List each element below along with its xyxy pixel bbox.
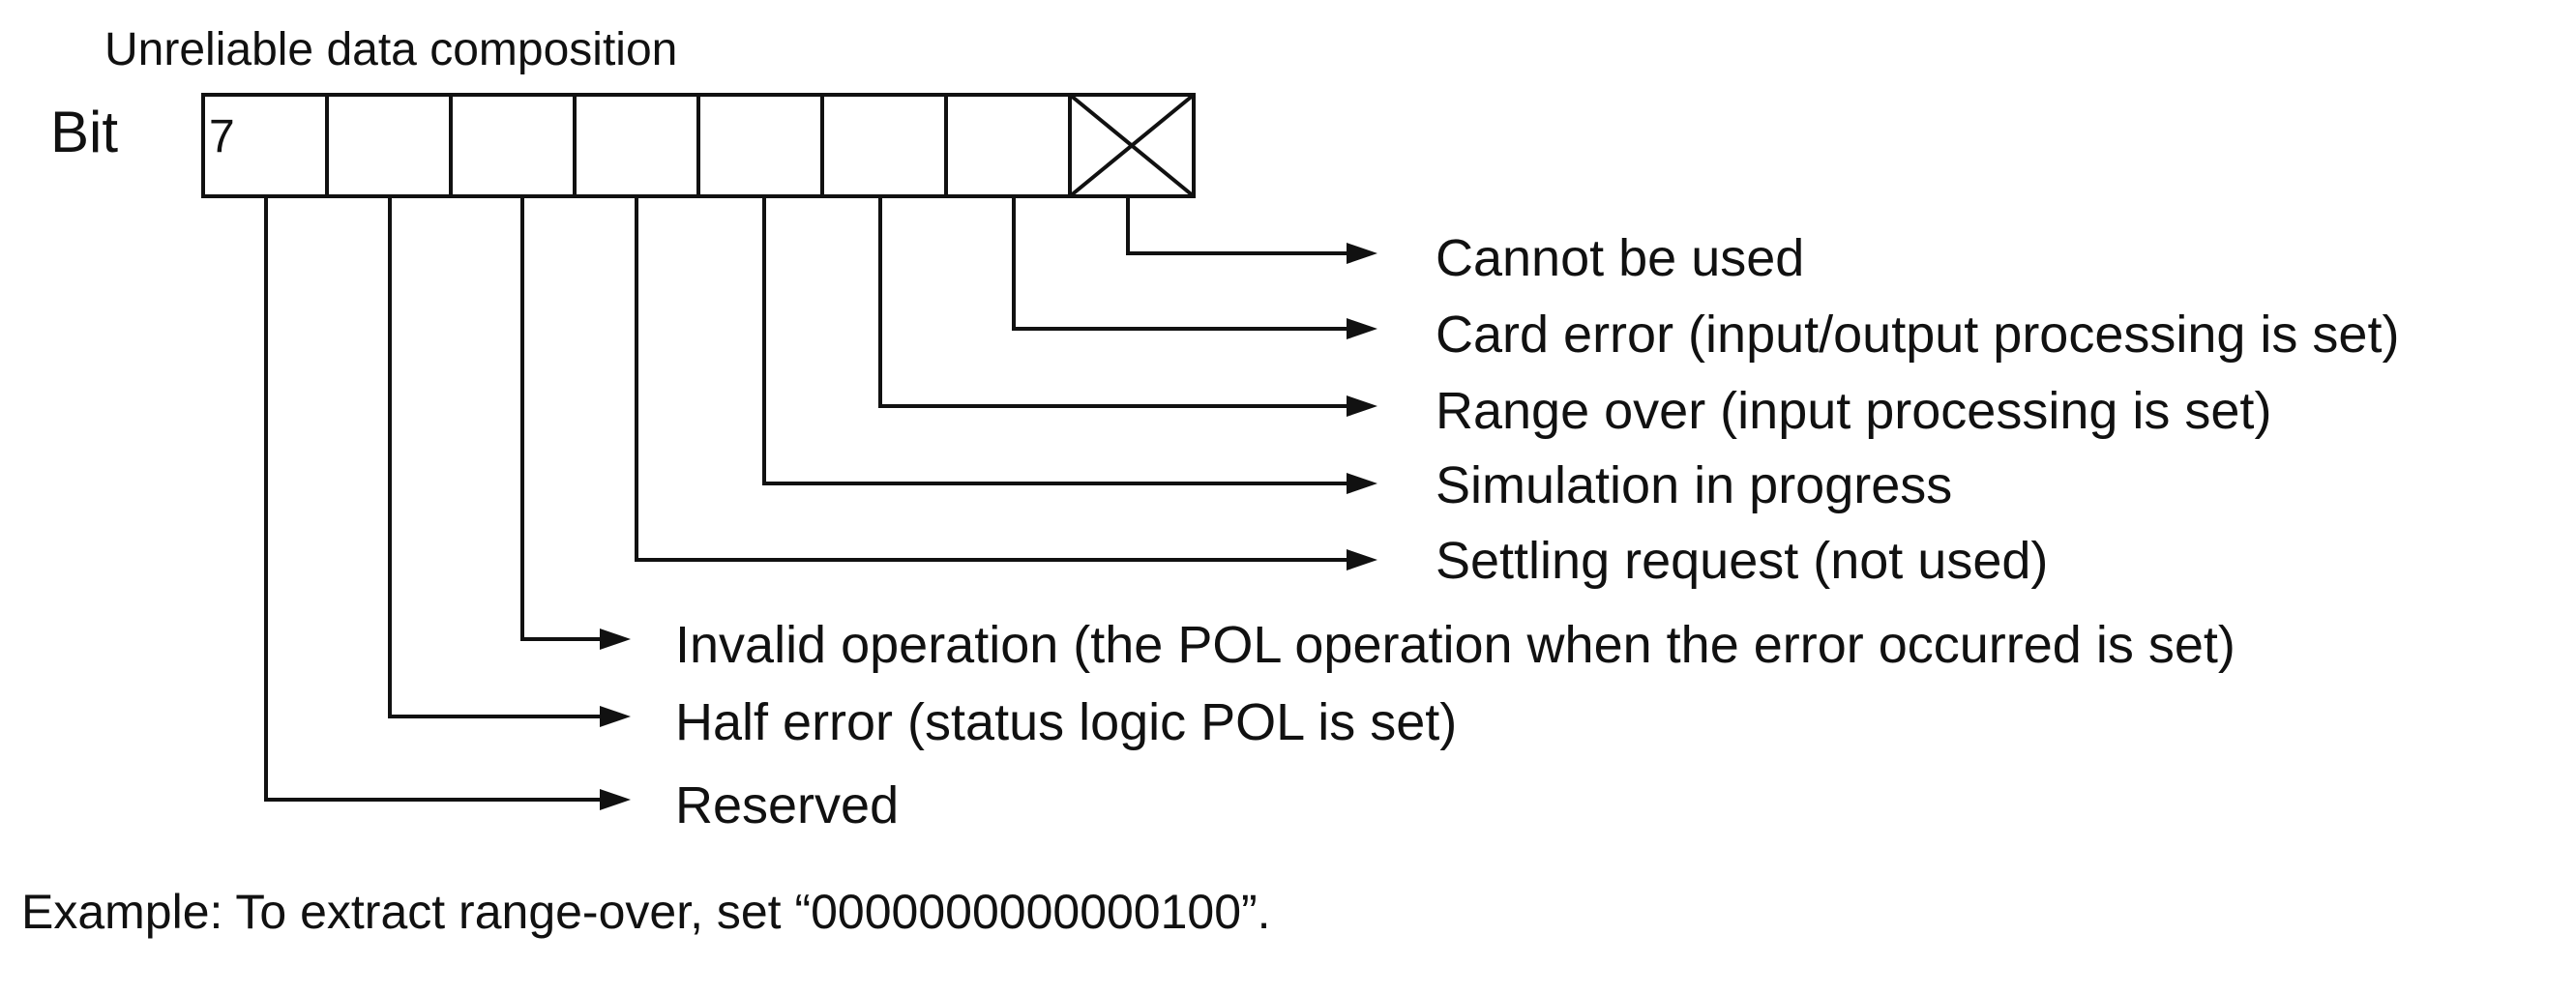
bit-desc-7: Cannot be used bbox=[1436, 229, 1805, 287]
bit-desc-6: Card error (input/output processing is s… bbox=[1436, 306, 2400, 364]
bit-desc-2: Invalid operation (the POL operation whe… bbox=[675, 616, 2235, 674]
leader-arrow-3 bbox=[1347, 549, 1377, 570]
register-cell-2 bbox=[449, 93, 577, 198]
diagram-title: Unreliable data composition bbox=[104, 24, 678, 75]
leader-line-0 bbox=[264, 196, 604, 802]
bit-7-cell-label: 7 bbox=[209, 111, 235, 162]
register-cell-6 bbox=[944, 93, 1072, 198]
leader-line-6 bbox=[1012, 196, 1350, 331]
register-cell-3 bbox=[573, 93, 700, 198]
leader-line-5 bbox=[878, 196, 1350, 408]
leader-arrow-7 bbox=[1347, 243, 1377, 264]
example-note: Example: To extract range-over, set “000… bbox=[21, 885, 1271, 939]
leader-arrow-6 bbox=[1347, 318, 1377, 339]
leader-line-7 bbox=[1126, 196, 1350, 255]
bit-desc-3: Settling request (not used) bbox=[1436, 532, 2049, 590]
leader-line-2 bbox=[520, 196, 604, 641]
bit-desc-5: Range over (input processing is set) bbox=[1436, 382, 2272, 440]
leader-arrow-5 bbox=[1347, 395, 1377, 417]
leader-arrow-1 bbox=[600, 706, 631, 727]
bit-desc-1: Half error (status logic POL is set) bbox=[675, 693, 1458, 751]
leader-line-4 bbox=[762, 196, 1350, 485]
bit-desc-4: Simulation in progress bbox=[1436, 456, 1953, 514]
unused-cell-cross-b bbox=[1068, 93, 1196, 198]
leader-arrow-2 bbox=[600, 629, 631, 650]
bit-desc-0: Reserved bbox=[675, 776, 900, 834]
leader-line-3 bbox=[635, 196, 1350, 562]
leader-line-1 bbox=[388, 196, 604, 718]
register-cell-1 bbox=[325, 93, 453, 198]
bit-label: Bit bbox=[50, 100, 119, 164]
register-cell-4 bbox=[696, 93, 824, 198]
leader-arrow-0 bbox=[600, 789, 631, 810]
leader-arrow-4 bbox=[1347, 473, 1377, 494]
register-cell-5 bbox=[820, 93, 948, 198]
